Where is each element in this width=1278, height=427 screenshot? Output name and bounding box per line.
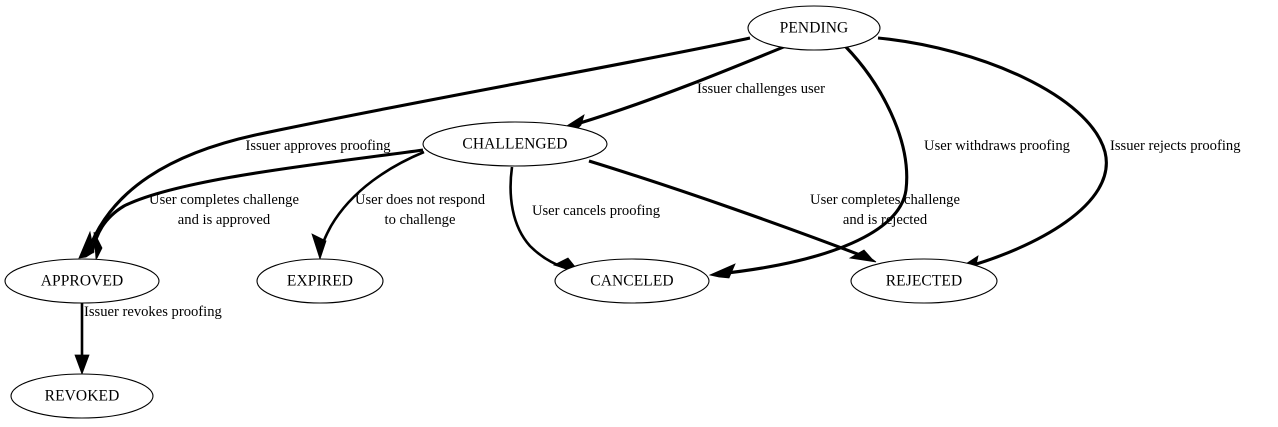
node-label: CHALLENGED <box>462 136 567 153</box>
arrowhead-icon <box>708 263 736 279</box>
node-label: REVOKED <box>45 388 120 405</box>
node-label: CANCELED <box>590 273 673 290</box>
node-challenged[interactable]: CHALLENGED <box>422 121 608 167</box>
edge-line <box>588 159 869 260</box>
edge-label-pending-rejected: Issuer rejects proofing <box>1110 138 1241 154</box>
edge-challenged-to-canceled[interactable]: User cancels proofing <box>509 166 661 274</box>
edge-challenged-to-rejected[interactable]: User completes challenge and is rejected <box>588 159 960 263</box>
node-shape <box>422 121 608 167</box>
arrowhead-icon <box>848 249 877 263</box>
edge-line <box>86 36 751 253</box>
edge-label-challenged-expired-line1: User does not respond <box>355 192 486 208</box>
node-shape <box>10 373 154 419</box>
arrowhead-icon <box>74 354 90 376</box>
edge-pending-to-canceled[interactable]: User withdraws proofing <box>708 44 1071 279</box>
node-expired[interactable]: EXPIRED <box>256 258 384 304</box>
node-shape <box>850 258 998 304</box>
edge-challenged-to-approved[interactable]: User completes challenge and is approved <box>90 148 424 260</box>
node-canceled[interactable]: CANCELED <box>554 258 710 304</box>
node-approved[interactable]: APPROVED <box>4 258 160 304</box>
node-shape <box>747 5 881 51</box>
edge-label-challenged-rejected-line2: and is rejected <box>843 212 928 228</box>
edge-label-challenged-expired-line2: to challenge <box>385 212 456 228</box>
node-label: EXPIRED <box>287 273 353 290</box>
edge-pending-to-challenged[interactable]: Issuer challenges user <box>560 44 825 132</box>
edge-pending-to-rejected[interactable]: Issuer rejects proofing <box>877 36 1241 272</box>
edge-line <box>877 36 1108 270</box>
node-pending[interactable]: PENDING <box>747 5 881 51</box>
node-revoked[interactable]: REVOKED <box>10 373 154 419</box>
edge-label-pending-approved: Issuer approves proofing <box>245 138 391 154</box>
edge-challenged-to-expired[interactable]: User does not respond to challenge <box>311 150 486 261</box>
arrowhead-icon <box>78 230 95 259</box>
node-rejected[interactable]: REJECTED <box>850 258 998 304</box>
arrowhead-icon <box>93 231 103 260</box>
node-shape <box>256 258 384 304</box>
edge-line <box>717 44 909 276</box>
edge-line <box>579 44 787 125</box>
node-label: REJECTED <box>886 273 963 290</box>
edge-label-challenged-rejected-line1: User completes challenge <box>810 192 960 208</box>
edge-label-approved-revoked: Issuer revokes proofing <box>84 304 222 320</box>
edge-label-challenged-approved-line1: User completes challenge <box>149 192 299 208</box>
node-label: APPROVED <box>41 273 124 290</box>
node-shape <box>554 258 710 304</box>
edge-label-challenged-approved-line2: and is approved <box>178 212 271 228</box>
edge-approved-to-revoked[interactable]: Issuer revokes proofing <box>74 303 222 376</box>
edge-label-challenged-canceled: User cancels proofing <box>532 203 661 219</box>
edge-line <box>90 148 424 254</box>
edge-label-pending-canceled: User withdraws proofing <box>924 138 1071 154</box>
node-shape <box>4 258 160 304</box>
node-label: PENDING <box>780 20 849 37</box>
arrowhead-icon <box>311 233 327 261</box>
edge-pending-to-approved[interactable]: Issuer approves proofing <box>78 36 751 259</box>
edge-label-pending-challenged: Issuer challenges user <box>697 81 825 97</box>
